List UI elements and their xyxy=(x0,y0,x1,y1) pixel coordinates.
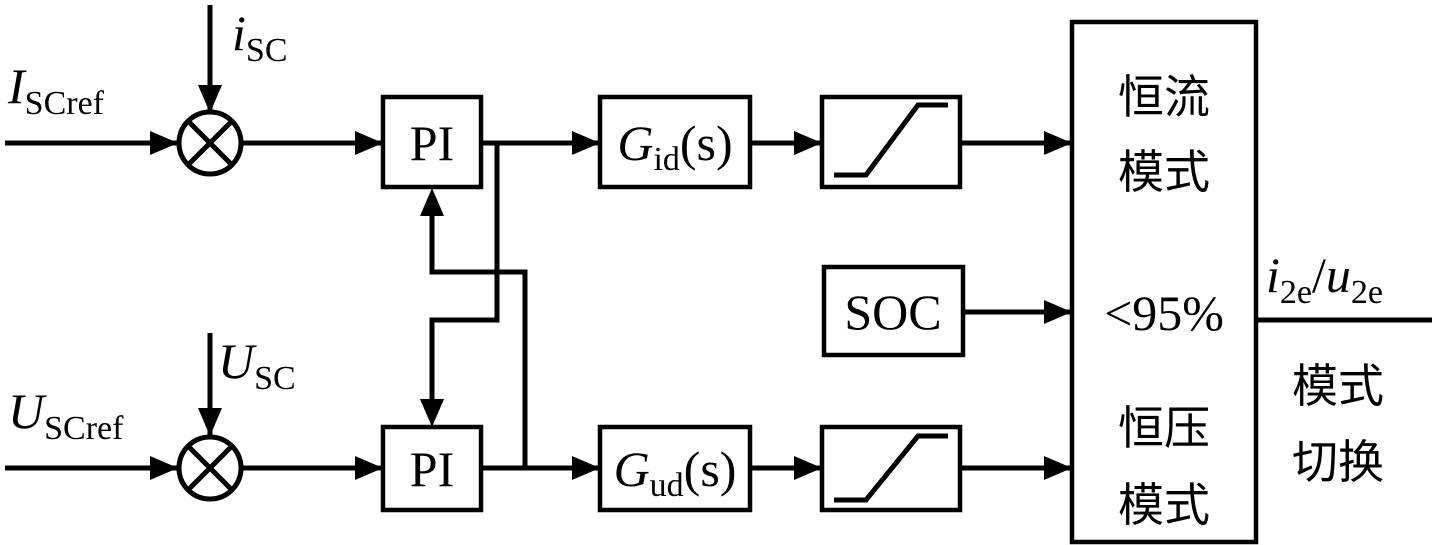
gud-input-arrowhead xyxy=(572,456,600,480)
gid-block xyxy=(597,94,753,190)
cc-mode-line2: 模式 xyxy=(1118,145,1210,199)
cv-mode-line2: 模式 xyxy=(1118,478,1210,532)
output-signal-label: i2e/u2e xyxy=(1266,247,1383,311)
pi-top-block xyxy=(380,94,484,190)
soc-label: SOC xyxy=(844,284,941,340)
gud-label: Gud(s) xyxy=(614,441,737,504)
cv-mode-line1: 恒压 xyxy=(1118,401,1210,455)
soc-arrowhead xyxy=(1044,300,1072,324)
gid-input-arrowhead xyxy=(572,131,600,155)
limiter-bottom-input-arrowhead xyxy=(794,456,822,480)
uscref-arrowhead xyxy=(150,456,178,480)
gid-label: Gid(s) xyxy=(617,115,732,178)
pi-bottom-cross-arrowhead xyxy=(420,399,444,427)
pi-top-cross-arrowhead xyxy=(420,188,444,216)
sum-junction-bottom xyxy=(176,434,244,502)
pi-top-input-arrowhead xyxy=(355,131,383,155)
cc-mode-input-arrowhead xyxy=(1044,131,1072,155)
bottom-to-top-cross-line xyxy=(429,210,528,468)
saturation-curve-top xyxy=(834,102,948,178)
cv-mode-input-arrowhead xyxy=(1044,456,1072,480)
mode-switch-box xyxy=(1069,19,1259,545)
uscref-label: USCref xyxy=(8,383,124,447)
isc-label: iSC xyxy=(232,5,288,69)
soc-block xyxy=(821,264,966,358)
saturation-curve-bottom xyxy=(834,433,948,503)
limiter-top-input-arrowhead xyxy=(794,131,822,155)
cc-mode-line1: 恒流 xyxy=(1118,70,1210,124)
top-to-bottom-cross-line xyxy=(429,143,500,405)
gud-block xyxy=(597,424,753,513)
sum-junction-top xyxy=(176,109,244,177)
mode-switch-line2: 切换 xyxy=(1292,435,1384,489)
mode-switch-line1: 模式 xyxy=(1292,359,1384,413)
usc-label: USC xyxy=(218,333,296,397)
pi-bottom-block xyxy=(380,424,484,513)
soc-threshold: <95% xyxy=(1104,285,1224,341)
pi-bottom-label: PI xyxy=(410,441,454,497)
usc-arrowhead xyxy=(198,408,222,436)
pi-top-label: PI xyxy=(410,115,454,171)
iscref-arrowhead xyxy=(150,131,178,155)
isc-arrowhead xyxy=(198,85,222,113)
iscref-label: ISCref xyxy=(7,58,105,122)
pi-bottom-input-arrowhead xyxy=(355,456,383,480)
